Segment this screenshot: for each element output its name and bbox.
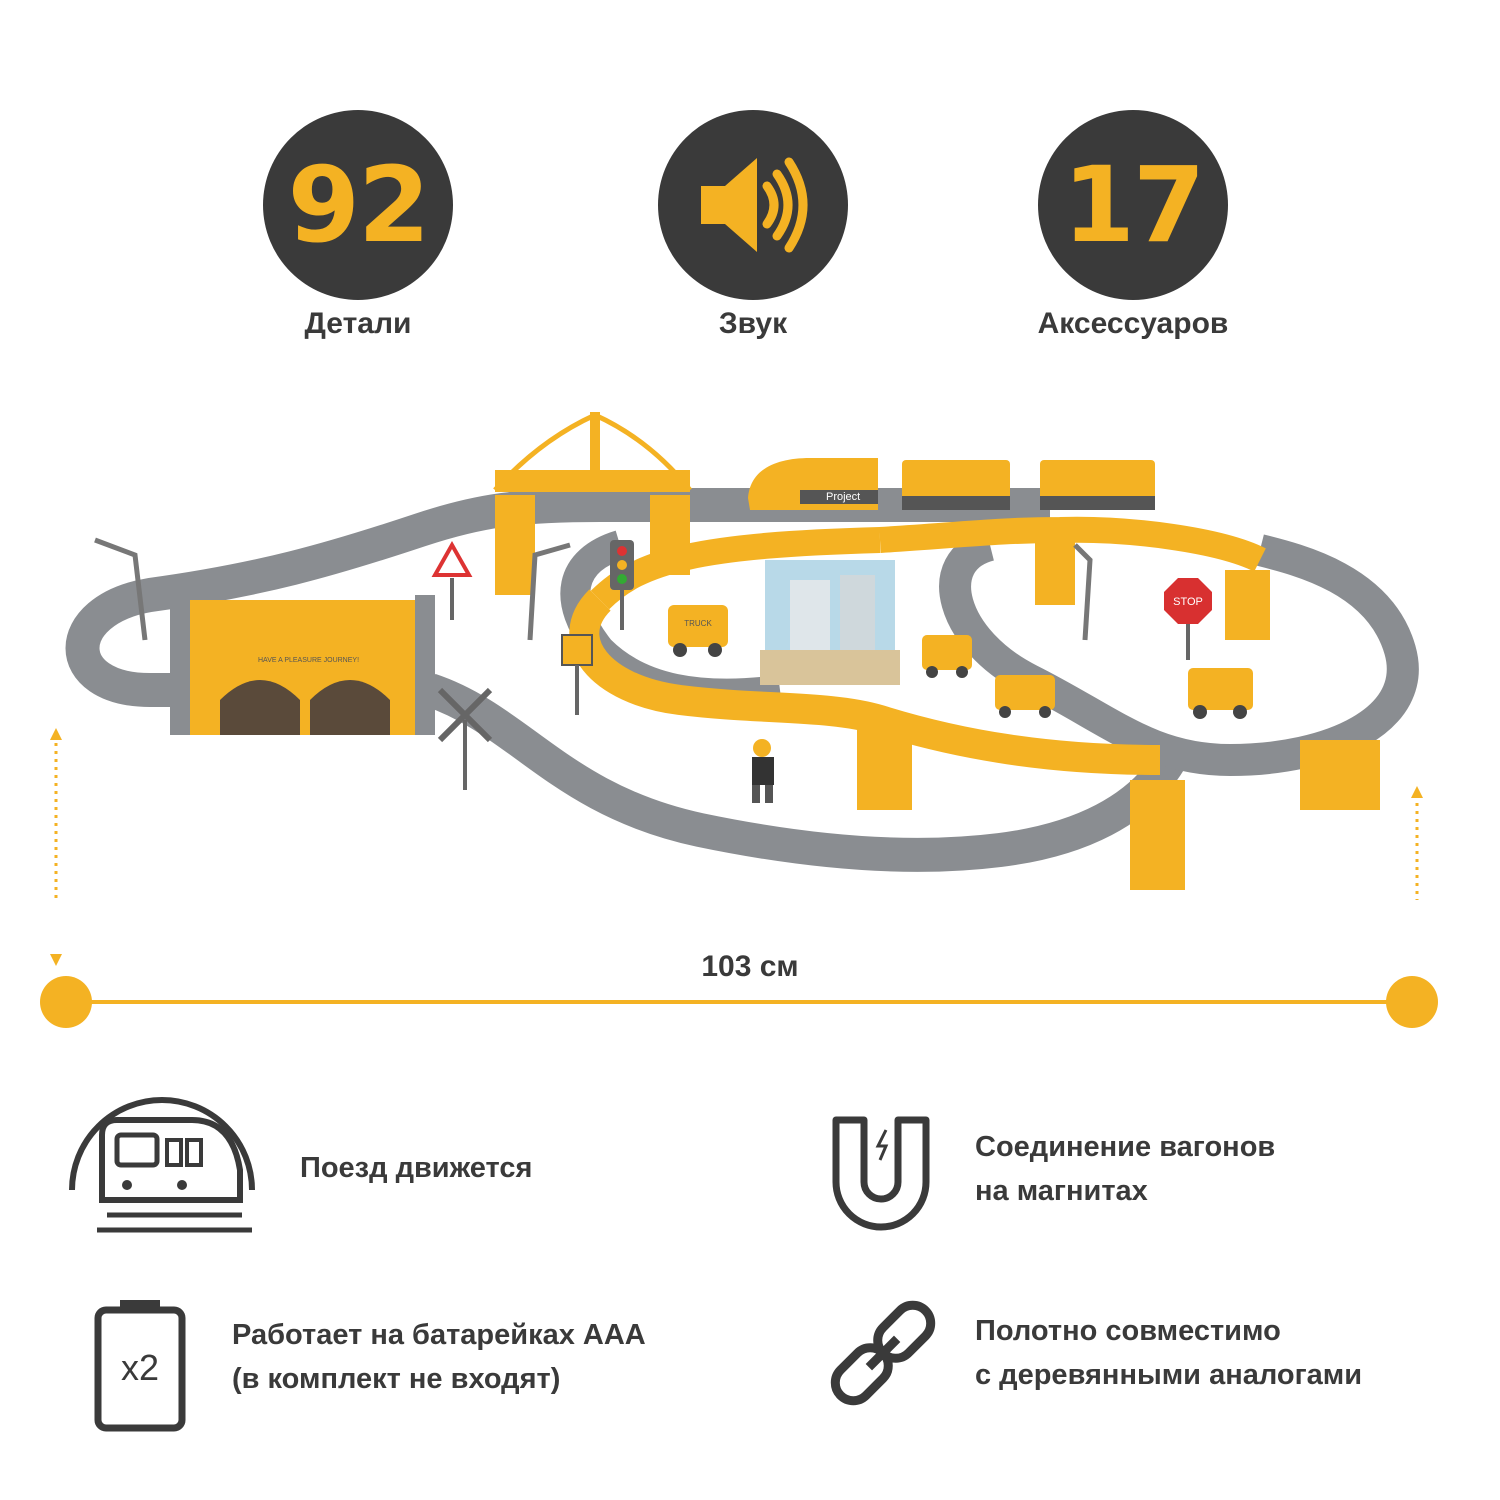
feature-compatible-line1: Полотно совместимо — [975, 1315, 1281, 1347]
battery-count-badge: x2 — [121, 1347, 159, 1388]
feature-magnetic: Соединение вагонов на магнитах — [975, 1125, 1275, 1213]
feature-battery-line1: Работает на батарейках AAA — [232, 1319, 646, 1351]
tunnel: HAVE A PLEASURE JOURNEY! — [170, 595, 435, 735]
feature-magnetic-line1: Соединение вагонов — [975, 1131, 1276, 1163]
dimension-start-dot — [40, 976, 92, 1028]
truck-label: TRUCK — [684, 619, 712, 628]
arrow-down-icon — [50, 954, 62, 966]
feature-train-moves: Поезд движется — [300, 1146, 532, 1190]
feature-battery-line2: (в комплект не входят) — [232, 1363, 561, 1395]
feature-magnetic-line2: на магнитах — [975, 1175, 1148, 1207]
train-label: Project — [826, 491, 860, 503]
accessories-label: Аксессуаров — [1037, 307, 1229, 340]
magnet-icon — [832, 1116, 930, 1231]
parts-label: Детали — [304, 307, 412, 340]
moving-train-icon — [69, 1097, 255, 1233]
feature-compatible: Полотно совместимо с деревянными аналога… — [975, 1309, 1362, 1397]
feature-train-moves-text: Поезд движется — [300, 1152, 533, 1184]
speaker-icon — [701, 157, 808, 253]
tunnel-label: HAVE A PLEASURE JOURNEY! — [258, 657, 359, 664]
feature-compatible-line2: с деревянными аналогами — [975, 1359, 1363, 1391]
width-dimension-label: 103 см — [701, 950, 799, 983]
chain-link-icon — [830, 1300, 936, 1406]
accessories-count: 17 — [1062, 144, 1206, 266]
stop-sign-text: STOP — [1173, 596, 1203, 608]
width-dimension-line — [66, 1000, 1412, 1004]
railway-set-illustration: Project HAVE A PLEASURE JOURNEY! STOP — [50, 412, 1423, 900]
accessories-count-badge: 17 — [1038, 110, 1228, 300]
parts-count-badge: 92 — [263, 110, 453, 300]
sound-badge — [658, 110, 848, 300]
feature-battery: Работает на батарейках AAA (в комплект н… — [232, 1313, 646, 1401]
parts-count: 92 — [287, 144, 431, 266]
train: Project — [748, 458, 1155, 510]
battery-icon: x2 — [94, 1300, 186, 1432]
sound-label: Звук — [718, 307, 788, 340]
dimension-end-dot — [1386, 976, 1438, 1028]
